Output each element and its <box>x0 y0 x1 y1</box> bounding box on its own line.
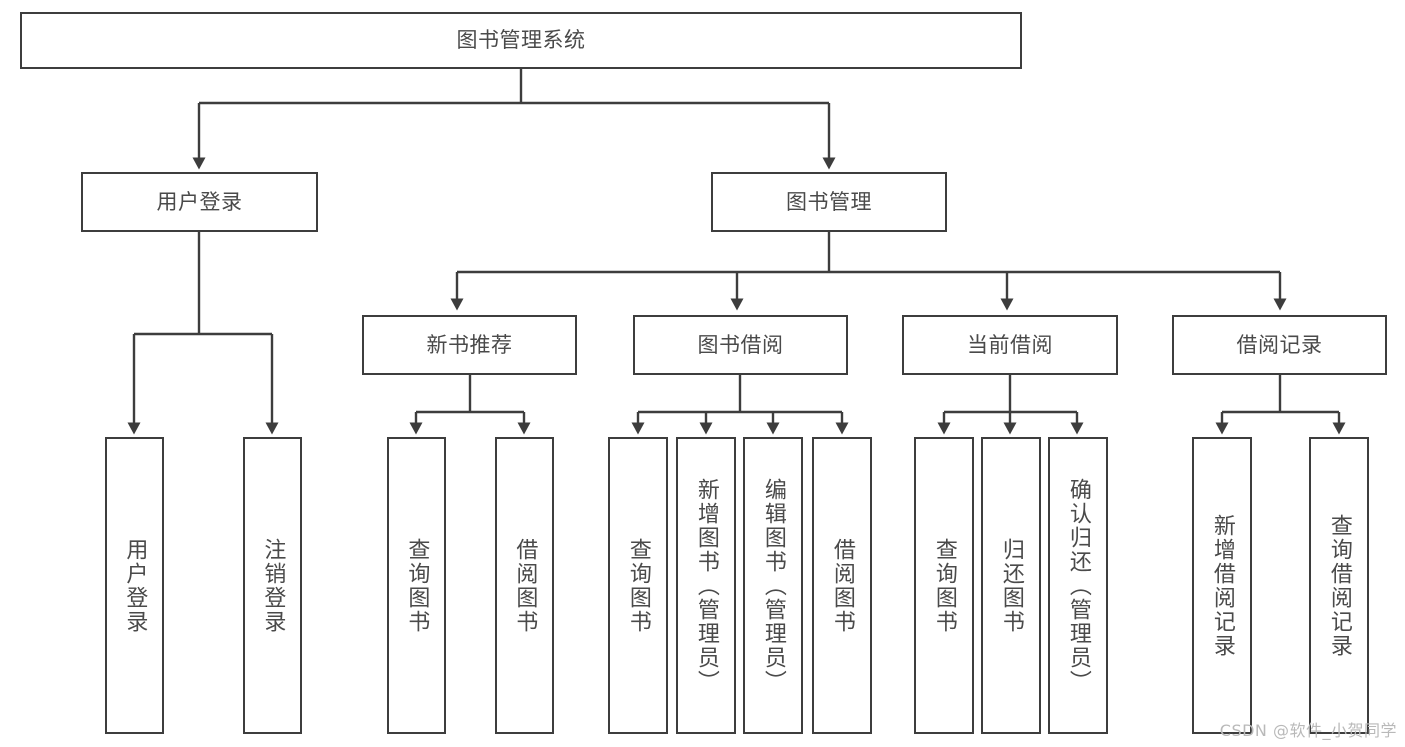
node-leaf-cb-confirm-return[interactable]: 确认归还（管理员） <box>1048 437 1108 734</box>
node-leaf-user-login-label: 用户登录 <box>122 537 148 634</box>
node-new-book-rec[interactable]: 新书推荐 <box>362 315 577 375</box>
node-leaf-br-add-record[interactable]: 新增借阅记录 <box>1192 437 1252 734</box>
node-current-borrow-label: 当前借阅 <box>967 332 1053 357</box>
node-leaf-cb-confirm-return-label: 确认归还（管理员） <box>1065 477 1091 694</box>
watermark-text: CSDN @软件_小贺同学 <box>1219 721 1397 740</box>
node-book-borrow[interactable]: 图书借阅 <box>633 315 848 375</box>
node-root[interactable]: 图书管理系统 <box>20 12 1022 69</box>
node-user-login[interactable]: 用户登录 <box>81 172 318 232</box>
node-borrow-record[interactable]: 借阅记录 <box>1172 315 1387 375</box>
node-leaf-rec-query-book-label: 查询图书 <box>404 537 430 634</box>
node-leaf-bb-query-book-label: 查询图书 <box>625 537 651 634</box>
node-book-borrow-label: 图书借阅 <box>697 332 784 357</box>
node-leaf-bb-borrow-book[interactable]: 借阅图书 <box>812 437 872 734</box>
node-leaf-bb-query-book[interactable]: 查询图书 <box>608 437 668 734</box>
node-leaf-rec-query-book[interactable]: 查询图书 <box>387 437 446 734</box>
node-user-login-label: 用户登录 <box>156 189 243 214</box>
node-leaf-bb-add-book[interactable]: 新增图书（管理员） <box>676 437 736 734</box>
node-current-borrow[interactable]: 当前借阅 <box>902 315 1118 375</box>
node-leaf-bb-borrow-book-label: 借阅图书 <box>829 537 855 634</box>
node-leaf-br-query-record[interactable]: 查询借阅记录 <box>1309 437 1369 734</box>
node-leaf-bb-add-book-label: 新增图书（管理员） <box>693 477 719 694</box>
node-leaf-bb-edit-book[interactable]: 编辑图书（管理员） <box>743 437 803 734</box>
node-leaf-cb-return-book[interactable]: 归还图书 <box>981 437 1041 734</box>
node-leaf-br-add-record-label: 新增借阅记录 <box>1209 513 1235 658</box>
node-book-mgmt-label: 图书管理 <box>786 189 872 214</box>
node-leaf-user-logout-label: 注销登录 <box>260 537 286 634</box>
node-leaf-bb-edit-book-label: 编辑图书（管理员） <box>760 477 786 694</box>
node-leaf-cb-query-book[interactable]: 查询图书 <box>914 437 974 734</box>
node-leaf-user-logout[interactable]: 注销登录 <box>243 437 302 734</box>
node-book-mgmt[interactable]: 图书管理 <box>711 172 947 232</box>
node-leaf-cb-query-book-label: 查询图书 <box>931 537 957 634</box>
node-leaf-rec-borrow-book-label: 借阅图书 <box>512 537 538 634</box>
node-borrow-record-label: 借阅记录 <box>1236 332 1323 357</box>
node-leaf-br-query-record-label: 查询借阅记录 <box>1326 513 1352 658</box>
node-root-label: 图书管理系统 <box>456 28 586 53</box>
node-new-book-rec-label: 新书推荐 <box>426 332 513 357</box>
node-leaf-user-login[interactable]: 用户登录 <box>105 437 164 734</box>
node-leaf-rec-borrow-book[interactable]: 借阅图书 <box>495 437 554 734</box>
node-leaf-cb-return-book-label: 归还图书 <box>998 537 1024 634</box>
